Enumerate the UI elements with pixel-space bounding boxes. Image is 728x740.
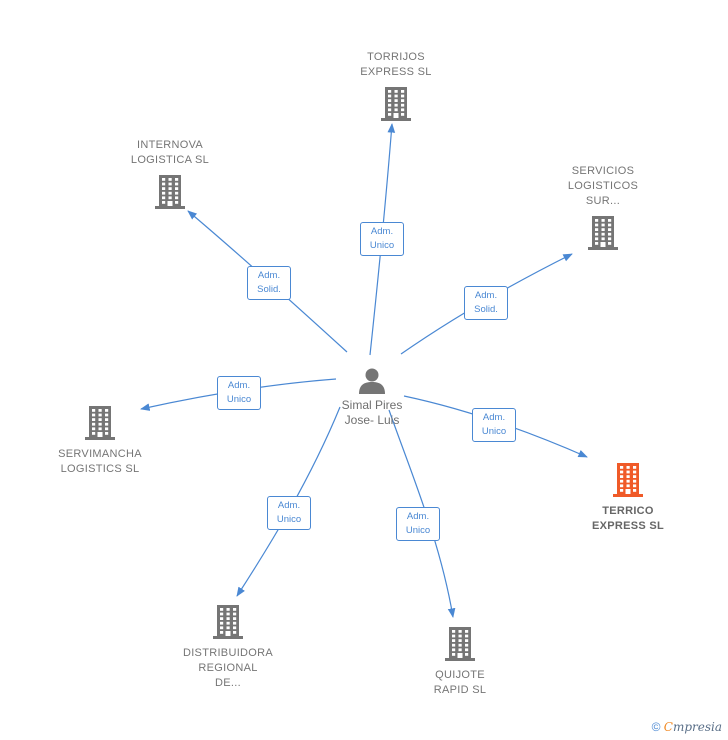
copyright-icon: ©: [651, 720, 661, 734]
footer-brand: © Cmpresia: [652, 720, 722, 734]
company-name: TORRIJOS EXPRESS SL: [360, 51, 432, 78]
company-node-terrico[interactable]: TERRICO EXPRESS SL: [563, 462, 693, 534]
building-icon: [105, 174, 235, 210]
brand-logo: Cmpresia: [663, 720, 722, 734]
company-node-servimancha[interactable]: SERVIMANCHA LOGISTICS SL: [35, 405, 165, 477]
building-icon: [395, 626, 525, 662]
building-icon: [163, 604, 293, 640]
person-node[interactable]: Simal Pires Jose- Luis: [322, 366, 422, 428]
relation-badge-servicios[interactable]: Adm. Solid.: [464, 286, 508, 320]
relation-badge-distribuidora[interactable]: Adm. Unico: [267, 496, 311, 530]
building-icon: [538, 215, 668, 251]
company-name: INTERNOVA LOGISTICA SL: [130, 139, 210, 166]
relation-badge-terrico[interactable]: Adm. Unico: [472, 408, 516, 442]
company-node-quijote[interactable]: QUIJOTE RAPID SL: [395, 626, 525, 698]
company-name: SERVICIOS LOGISTICOS SUR...: [567, 165, 639, 207]
company-node-servicios[interactable]: SERVICIOS LOGISTICOS SUR...: [538, 164, 668, 251]
relation-badge-servimancha[interactable]: Adm. Unico: [217, 376, 261, 410]
company-name: QUIJOTE RAPID SL: [433, 669, 487, 696]
person-name: Simal Pires Jose- Luis: [341, 398, 403, 427]
company-name: SERVIMANCHA LOGISTICS SL: [58, 448, 142, 475]
person-icon: [359, 368, 385, 394]
company-node-distribuidora[interactable]: DISTRIBUIDORA REGIONAL DE...: [163, 604, 293, 691]
relation-badge-torrijos[interactable]: Adm. Unico: [360, 222, 404, 256]
building-icon: [563, 462, 693, 498]
company-node-internova[interactable]: INTERNOVA LOGISTICA SL: [105, 138, 235, 210]
company-node-torrijos[interactable]: TORRIJOS EXPRESS SL: [331, 50, 461, 122]
relation-badge-internova[interactable]: Adm. Solid.: [247, 266, 291, 300]
building-icon: [331, 86, 461, 122]
building-icon: [35, 405, 165, 441]
company-name: DISTRIBUIDORA REGIONAL DE...: [182, 647, 274, 689]
company-name: TERRICO EXPRESS SL: [591, 505, 665, 532]
relation-badge-quijote[interactable]: Adm. Unico: [396, 507, 440, 541]
